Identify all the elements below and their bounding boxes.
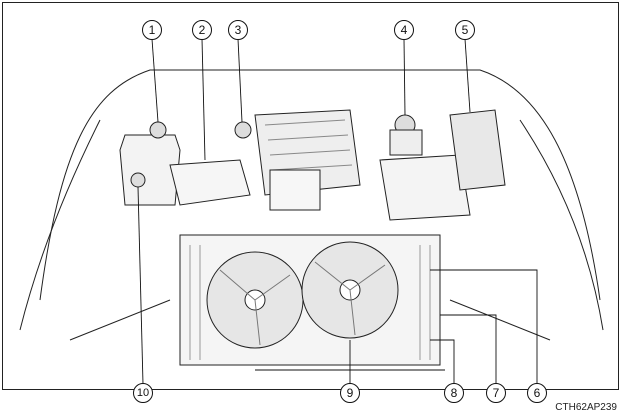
callout-1: 1 (142, 20, 162, 40)
battery-box (449, 109, 506, 191)
figure-code: CTH62AP239 (555, 402, 617, 413)
body-outline (39, 69, 601, 301)
air-cleaner (169, 159, 251, 206)
inverter (379, 154, 471, 221)
washer-cap (130, 172, 146, 188)
callout-9: 9 (340, 383, 360, 403)
callout-6: 6 (527, 383, 547, 403)
callout-7: 7 (486, 383, 506, 403)
figure-frame (2, 2, 619, 390)
reservoir-tank (119, 134, 181, 206)
callout-5: 5 (455, 20, 475, 40)
callout-4: 4 (394, 20, 414, 40)
intake (269, 169, 321, 211)
callout-8: 8 (444, 383, 464, 403)
callout-3: 3 (228, 20, 248, 40)
callout-2: 2 (192, 20, 212, 40)
callout-10: 10 (133, 383, 153, 403)
reservoir-cap (149, 121, 167, 139)
oil-filler-cap (234, 121, 252, 139)
